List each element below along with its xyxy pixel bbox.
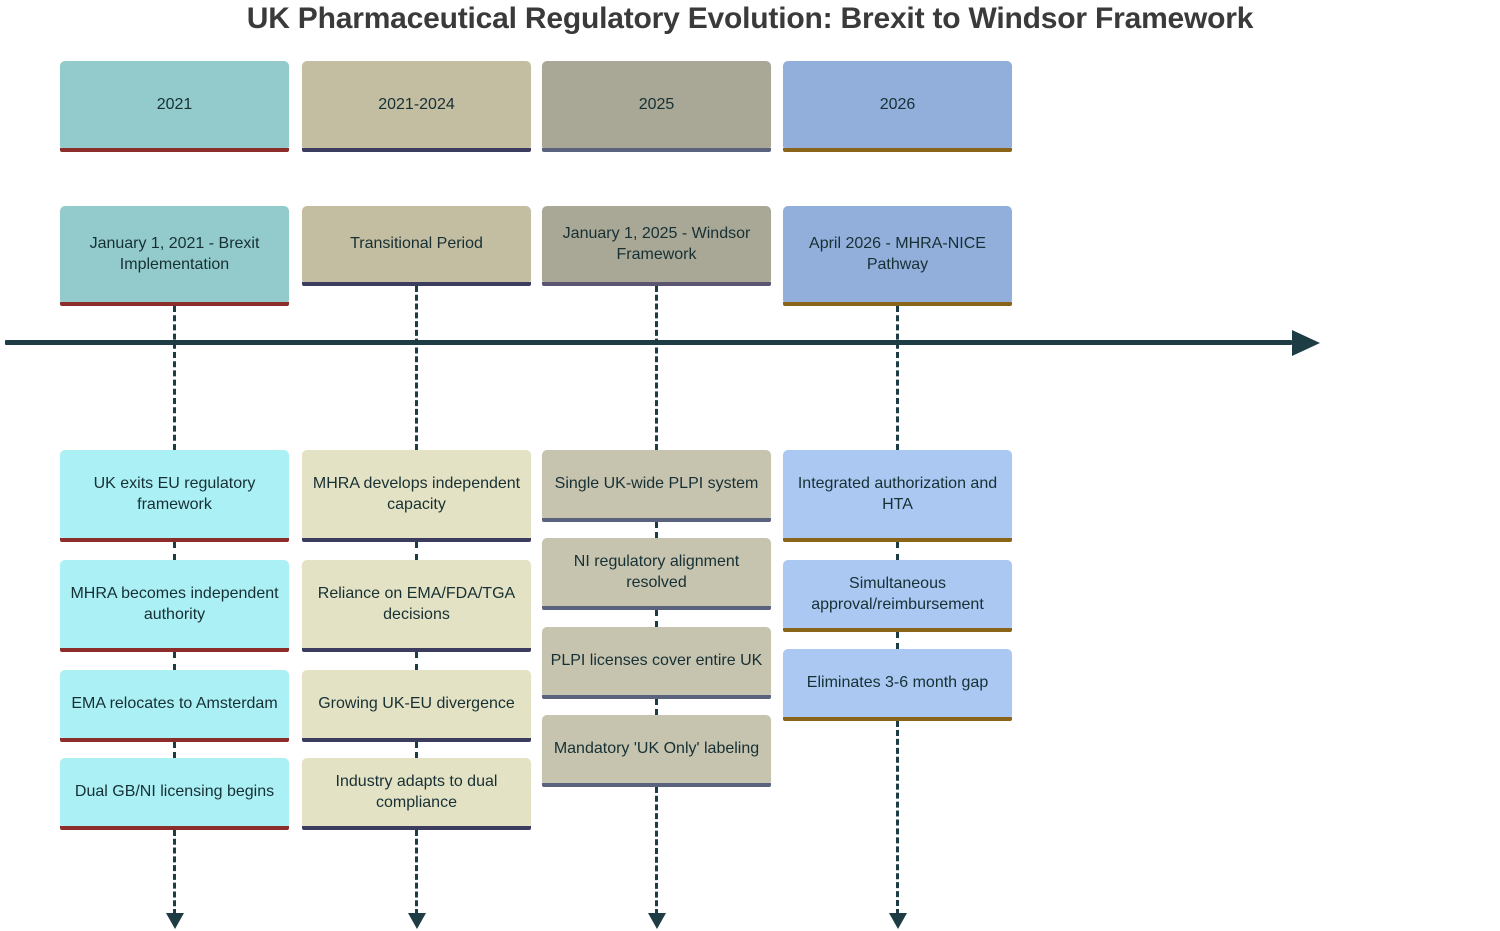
event-bar-1 [302,282,531,286]
detail-box-3-1[interactable]: Simultaneous approval/reimbursement [783,560,1012,632]
connector-line [173,830,176,915]
connector-line [655,699,658,715]
detail-bar-0-2 [60,738,289,742]
event-box-2[interactable]: January 1, 2025 - Windsor Framework [542,206,771,286]
period-box-1[interactable]: 2021-2024 [302,61,531,152]
detail-label-0-2: EMA relocates to Amsterdam [71,695,278,713]
detail-box-0-3[interactable]: Dual GB/NI licensing begins [60,758,289,830]
timeline-arrow-icon [1292,329,1320,356]
detail-label-1-0: MHRA develops independent capacity [312,474,521,513]
detail-bar-3-1 [783,628,1012,632]
connector-line [173,542,176,560]
detail-label-1-3: Industry adapts to dual compliance [335,772,498,811]
detail-box-1-0[interactable]: MHRA develops independent capacity [302,450,531,542]
detail-box-1-3[interactable]: Industry adapts to dual compliance [302,758,531,830]
detail-label-0-3: Dual GB/NI licensing begins [74,783,275,801]
connector-arrow-icon-2 [647,913,666,929]
period-box-2[interactable]: 2025 [542,61,771,152]
detail-bar-0-1 [60,648,289,652]
period-bar-3 [783,148,1012,152]
page-title: UK Pharmaceutical Regulatory Evolution: … [246,2,1254,35]
connector-line [896,721,899,915]
event-box-0[interactable]: January 1, 2021 - Brexit Implementation [60,206,289,306]
connector-line [415,542,418,560]
event-label-3: April 2026 - MHRA-NICE Pathway [809,234,986,273]
detail-label-3-1: Simultaneous approval/reimbursement [811,574,984,613]
detail-box-2-0[interactable]: Single UK-wide PLPI system [542,450,771,522]
period-label-2: 2025 [638,95,675,113]
connector-line [896,542,899,560]
detail-bar-1-1 [302,648,531,652]
detail-bar-1-2 [302,738,531,742]
detail-label-0-0: UK exits EU regulatory framework [93,474,256,513]
detail-label-2-0: Single UK-wide PLPI system [554,475,759,493]
connector-line [173,742,176,758]
connector-line [655,522,658,538]
detail-box-0-1[interactable]: MHRA becomes independent authority [60,560,289,652]
timeline-axis-line [5,340,1292,345]
connector-arrow-icon-0 [165,913,184,929]
detail-box-1-1[interactable]: Reliance on EMA/FDA/TGA decisions [302,560,531,652]
detail-box-0-2[interactable]: EMA relocates to Amsterdam [60,670,289,742]
connector-line [173,306,176,450]
connector-line [415,286,418,450]
detail-box-3-2[interactable]: Eliminates 3-6 month gap [783,649,1012,721]
connector-arrow-icon-1 [407,913,426,929]
detail-label-1-2: Growing UK-EU divergence [318,695,515,713]
connector-line [415,652,418,670]
detail-label-1-1: Reliance on EMA/FDA/TGA decisions [317,584,516,623]
connector-line [655,787,658,915]
detail-box-2-1[interactable]: NI regulatory alignment resolved [542,538,771,610]
detail-box-2-3[interactable]: Mandatory 'UK Only' labeling [542,715,771,787]
period-label-1: 2021-2024 [378,95,455,113]
detail-label-3-2: Eliminates 3-6 month gap [806,674,989,692]
connector-arrow-icon-3 [888,913,907,929]
detail-bar-2-0 [542,518,771,522]
detail-bar-3-0 [783,538,1012,542]
detail-bar-2-3 [542,783,771,787]
period-bar-1 [302,148,531,152]
period-label-0: 2021 [156,95,193,113]
connector-line [173,652,176,670]
event-box-3[interactable]: April 2026 - MHRA-NICE Pathway [783,206,1012,306]
detail-bar-2-2 [542,695,771,699]
connector-line [415,742,418,758]
event-bar-0 [60,302,289,306]
detail-box-2-2[interactable]: PLPI licenses cover entire UK [542,627,771,699]
event-label-1: Transitional Period [350,235,483,253]
period-bar-0 [60,148,289,152]
event-label-0: January 1, 2021 - Brexit Implementation [89,234,260,273]
event-box-1[interactable]: Transitional Period [302,206,531,286]
connector-line [896,632,899,649]
detail-bar-1-3 [302,826,531,830]
detail-bar-3-2 [783,717,1012,721]
connector-line [415,830,418,915]
event-bar-2 [542,282,771,286]
detail-bar-0-0 [60,538,289,542]
event-bar-3 [783,302,1012,306]
period-box-0[interactable]: 2021 [60,61,289,152]
detail-box-0-0[interactable]: UK exits EU regulatory framework [60,450,289,542]
detail-bar-0-3 [60,826,289,830]
period-box-3[interactable]: 2026 [783,61,1012,152]
detail-label-2-2: PLPI licenses cover entire UK [550,652,763,670]
event-label-2: January 1, 2025 - Windsor Framework [562,224,751,263]
detail-box-1-2[interactable]: Growing UK-EU divergence [302,670,531,742]
detail-label-2-3: Mandatory 'UK Only' labeling [553,740,760,758]
detail-box-3-0[interactable]: Integrated authorization and HTA [783,450,1012,542]
connector-line [896,306,899,450]
detail-bar-2-1 [542,606,771,610]
detail-label-0-1: MHRA becomes independent authority [70,584,279,623]
connector-line [655,286,658,450]
period-label-3: 2026 [879,95,916,113]
period-bar-2 [542,148,771,152]
detail-label-2-1: NI regulatory alignment resolved [573,552,740,591]
detail-label-3-0: Integrated authorization and HTA [797,474,998,513]
detail-bar-1-0 [302,538,531,542]
connector-line [655,610,658,627]
